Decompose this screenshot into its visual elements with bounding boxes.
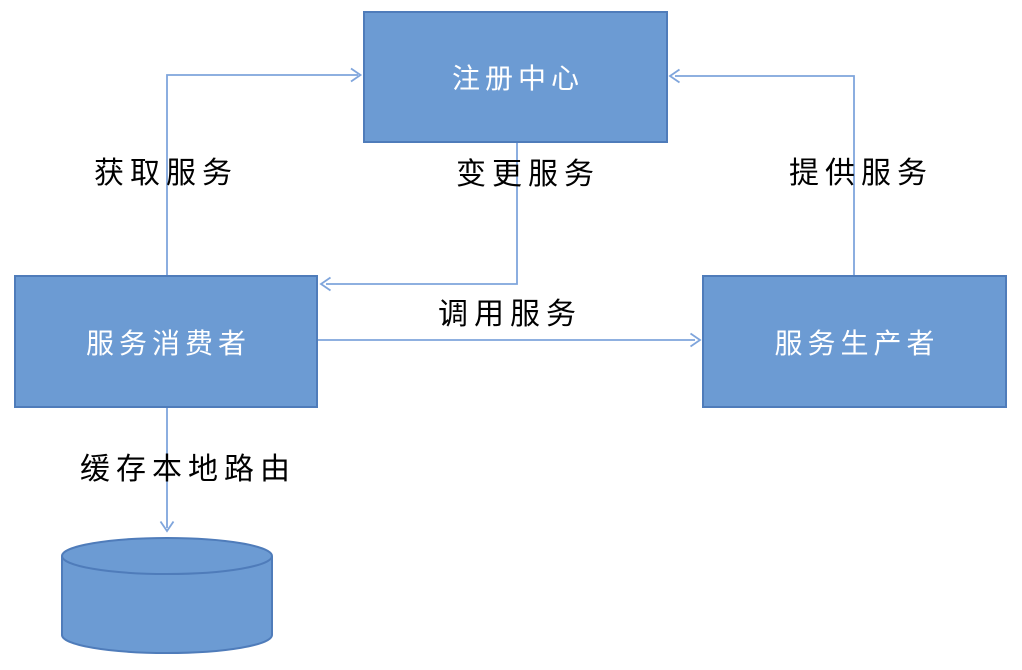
node-registry-label: 注册中心 <box>451 64 584 95</box>
arrowhead-get-service <box>350 67 363 83</box>
arrowhead-invoke-service <box>689 332 702 348</box>
connector-change-service <box>326 143 518 285</box>
connector-provide-service <box>675 75 855 275</box>
edge-label-change-service: 变更服务 <box>456 158 600 191</box>
cylinder-top <box>61 537 273 575</box>
edge-label-invoke-service: 调用服务 <box>438 298 582 331</box>
node-consumer: 服务消费者 <box>14 275 318 408</box>
node-registry: 注册中心 <box>363 11 668 143</box>
node-producer-label: 服务生产者 <box>774 328 940 360</box>
local-cache-cylinder <box>61 537 273 654</box>
node-consumer-label: 服务消费者 <box>85 328 251 360</box>
edge-label-provide-service: 提供服务 <box>789 157 933 190</box>
arrowhead-cache-local-route <box>159 520 175 533</box>
edge-label-cache-local-route: 缓存本地路由 <box>80 453 296 486</box>
node-producer: 服务生产者 <box>702 275 1007 408</box>
arrowhead-change-service <box>319 276 332 292</box>
arrowhead-provide-service <box>668 68 681 84</box>
connector-get-service <box>166 74 358 275</box>
cylinder-body <box>61 556 273 654</box>
edge-label-get-service: 获取服务 <box>94 157 238 190</box>
